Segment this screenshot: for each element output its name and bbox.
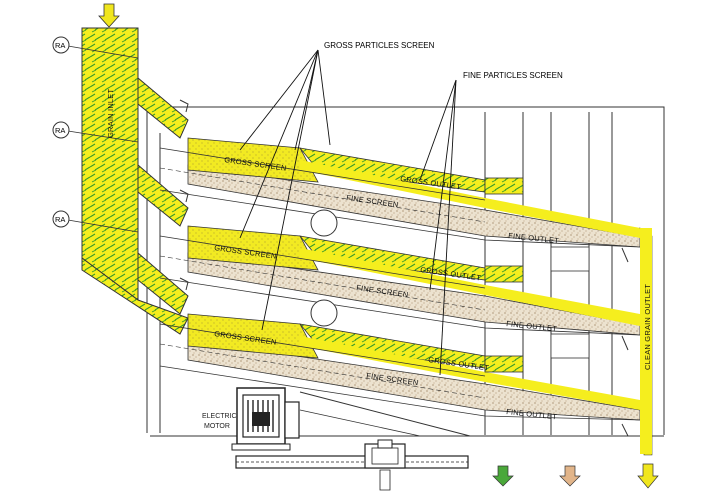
tier-1 — [159, 137, 650, 272]
grain-inlet-column — [67, 27, 189, 335]
ra-marker-2: RA — [52, 121, 70, 139]
motor-label: MOTOR — [204, 423, 230, 430]
svg-text:RA: RA — [55, 126, 65, 135]
leader-lines — [239, 49, 457, 376]
inlet-arrow-icon — [98, 3, 120, 28]
eccentric-disc-2 — [310, 299, 338, 327]
clean-outlet-arrow-icon — [637, 463, 659, 489]
electric-motor — [231, 387, 300, 451]
electric-label: ELECTRIC — [202, 413, 237, 420]
grain-inlet-label: GRAIN INLET — [106, 88, 115, 138]
eccentric-disc-1 — [310, 209, 338, 237]
gross-particles-screen-label: GROSS PARTICLES SCREEN — [324, 41, 435, 50]
svg-text:RA: RA — [55, 215, 65, 224]
fine-particles-screen-label: FINE PARTICLES SCREEN — [463, 71, 563, 80]
frame-support — [299, 391, 471, 437]
gross-outlet-arrow-icon — [492, 465, 514, 487]
ra-marker-1: RA — [52, 36, 70, 54]
tier-2 — [159, 225, 650, 359]
ra-marker-3: RA — [52, 210, 70, 228]
tier-3 — [159, 313, 650, 437]
clean-grain-outlet-label: CLEAN GRAIN OUTLET — [643, 284, 652, 370]
belt-drive — [235, 439, 469, 491]
svg-text:RA: RA — [55, 41, 65, 50]
clean-grain-channel — [639, 227, 653, 456]
fine-outlet-arrow-icon — [559, 465, 581, 487]
